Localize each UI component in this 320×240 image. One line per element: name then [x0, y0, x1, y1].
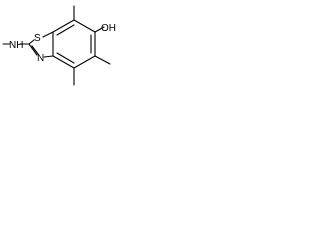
bond-c6-oh — [94, 26, 105, 33]
bond-n3-c3a — [43, 55, 54, 58]
ring-bond-c7-c6 — [73, 19, 96, 33]
chemical-structure-canvas: OH S N NH — [0, 0, 118, 93]
bond-c2-n3 — [28, 43, 38, 56]
substituent-bonds — [2, 5, 111, 86]
hydroxyl-label: OH — [101, 23, 116, 34]
bond-c7a-s — [42, 31, 54, 38]
methyl-bond-c5 — [94, 55, 111, 65]
ring-bond-c4-c3a — [52, 55, 75, 69]
ring-double-bond-c7a-c7 — [56, 24, 75, 36]
molecule-drawing: OH S N NH — [2, 5, 116, 86]
sulfur-label: S — [34, 33, 41, 44]
bond-s-c2 — [28, 39, 35, 45]
amine-nh-label: NH — [9, 40, 23, 51]
ring-bond-c7a-c7 — [52, 19, 75, 33]
ring-bond-c5-c4 — [73, 55, 96, 69]
double-bond-c2-n3 — [31, 45, 39, 55]
ring-double-bond-c4-c3a — [56, 52, 75, 64]
thiazole-ring — [28, 31, 54, 58]
benzene-ring — [52, 19, 96, 69]
ring-nitrogen-label: N — [37, 53, 44, 64]
